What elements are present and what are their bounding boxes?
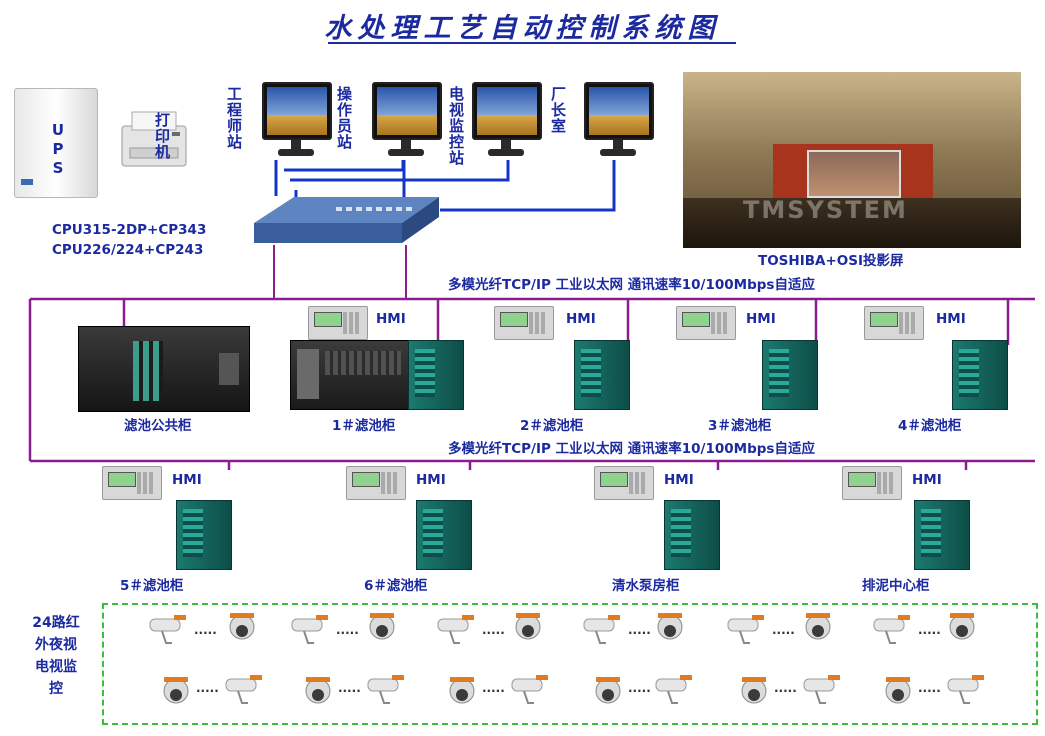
cpu-line-1: CPU315-2DP+CP343 xyxy=(52,222,207,238)
monitor-tv xyxy=(472,82,542,160)
watermark-text: TMSYSTEM xyxy=(743,196,908,224)
hmi-panel-2 xyxy=(494,306,554,340)
station-label-manager: 厂长室 xyxy=(549,86,567,134)
hmi-label-2: HMI xyxy=(566,311,596,327)
diagram-title: 水处理工艺自动控制系统图 xyxy=(324,13,721,44)
cabinet-4 xyxy=(952,340,1008,410)
network-label-top: 多模光纤TCP/IP 工业以太网 通讯速率10/100Mbps自适应 xyxy=(448,277,815,293)
cabinet-1 xyxy=(408,340,464,410)
purple-network xyxy=(28,297,1035,470)
ups-logo-icon xyxy=(21,179,33,185)
hmi-panel-4 xyxy=(864,306,924,340)
title-underline xyxy=(328,42,736,44)
printer-device: 打印机 xyxy=(118,108,190,174)
camera-section-label: 24路红外夜视电视监控 xyxy=(32,615,80,697)
hmi-label-8: HMI xyxy=(912,472,942,488)
cabinet-label-common: 滤池公共柜 xyxy=(124,418,192,434)
hmi-panel-6 xyxy=(346,466,406,500)
hall-seating xyxy=(683,198,1021,248)
monitor-engineer xyxy=(262,82,332,160)
station-label-operator: 操作员站 xyxy=(335,86,353,150)
printer-label: 打印机 xyxy=(153,112,171,160)
hmi-panel-1 xyxy=(308,306,368,340)
svg-text:·····: ····· xyxy=(338,684,361,698)
svg-text:·····: ····· xyxy=(918,684,941,698)
blue-cabling xyxy=(273,160,616,300)
cpu-line-2: CPU226/224+CP243 xyxy=(52,242,204,258)
projector-screen xyxy=(807,150,901,198)
svg-text:·····: ····· xyxy=(918,626,941,640)
ups-label: UPS xyxy=(49,121,67,178)
control-hall-photo: TMSYSTEM xyxy=(683,72,1021,248)
cabinet-label-4: 4＃滤池柜 xyxy=(898,418,962,434)
network-label-middle: 多模光纤TCP/IP 工业以太网 通讯速率10/100Mbps自适应 xyxy=(448,441,815,457)
monitor-operator xyxy=(372,82,442,160)
cabinet-label-3: 3＃滤池柜 xyxy=(708,418,772,434)
plc-unit-1 xyxy=(290,340,410,410)
printer-icon xyxy=(121,111,187,167)
cabinet-label-8: 排泥中心柜 xyxy=(862,578,930,594)
svg-text:·····: ····· xyxy=(196,684,219,698)
hmi-label-3: HMI xyxy=(746,311,776,327)
svg-text:·····: ····· xyxy=(772,626,795,640)
camera-group-box xyxy=(102,603,1038,725)
cabinet-2 xyxy=(574,340,630,410)
hmi-label-4: HMI xyxy=(936,311,966,327)
camera-array: ····· ····· ····· ····· ····· ····· ····… xyxy=(149,612,985,704)
network-switch-icon xyxy=(254,197,439,243)
station-label-engineer: 工程师站 xyxy=(225,86,243,150)
svg-text:·····: ····· xyxy=(774,684,797,698)
hmi-label-7: HMI xyxy=(664,472,694,488)
hmi-label-1: HMI xyxy=(376,311,406,327)
cabinet-label-2: 2＃滤池柜 xyxy=(520,418,584,434)
cabinet-5 xyxy=(176,500,232,570)
svg-text:·····: ····· xyxy=(628,626,651,640)
cabinet-label-7: 清水泵房柜 xyxy=(612,578,680,594)
cabinet-6 xyxy=(416,500,472,570)
svg-text:·····: ····· xyxy=(194,626,217,640)
svg-text:·····: ····· xyxy=(482,684,505,698)
filter-common-cabinet xyxy=(78,326,250,412)
hmi-panel-3 xyxy=(676,306,736,340)
svg-text:·····: ····· xyxy=(482,626,505,640)
cabinet-label-6: 6＃滤池柜 xyxy=(364,578,428,594)
station-label-tv: 电视监控站 xyxy=(447,86,465,166)
ups-device: UPS xyxy=(14,88,98,198)
svg-text:·····: ····· xyxy=(628,684,651,698)
cabinet-8 xyxy=(914,500,970,570)
projector-label: TOSHIBA+OSI投影屏 xyxy=(758,253,904,269)
svg-text:·····: ····· xyxy=(336,626,359,640)
hmi-label-5: HMI xyxy=(172,472,202,488)
hmi-panel-8 xyxy=(842,466,902,500)
cabinet-7 xyxy=(664,500,720,570)
hmi-panel-5 xyxy=(102,466,162,500)
hmi-label-6: HMI xyxy=(416,472,446,488)
monitor-manager xyxy=(584,82,654,160)
cabinet-label-5: 5＃滤池柜 xyxy=(120,578,184,594)
hmi-panel-7 xyxy=(594,466,654,500)
cabinet-3 xyxy=(762,340,818,410)
cabinet-label-1: 1＃滤池柜 xyxy=(332,418,396,434)
